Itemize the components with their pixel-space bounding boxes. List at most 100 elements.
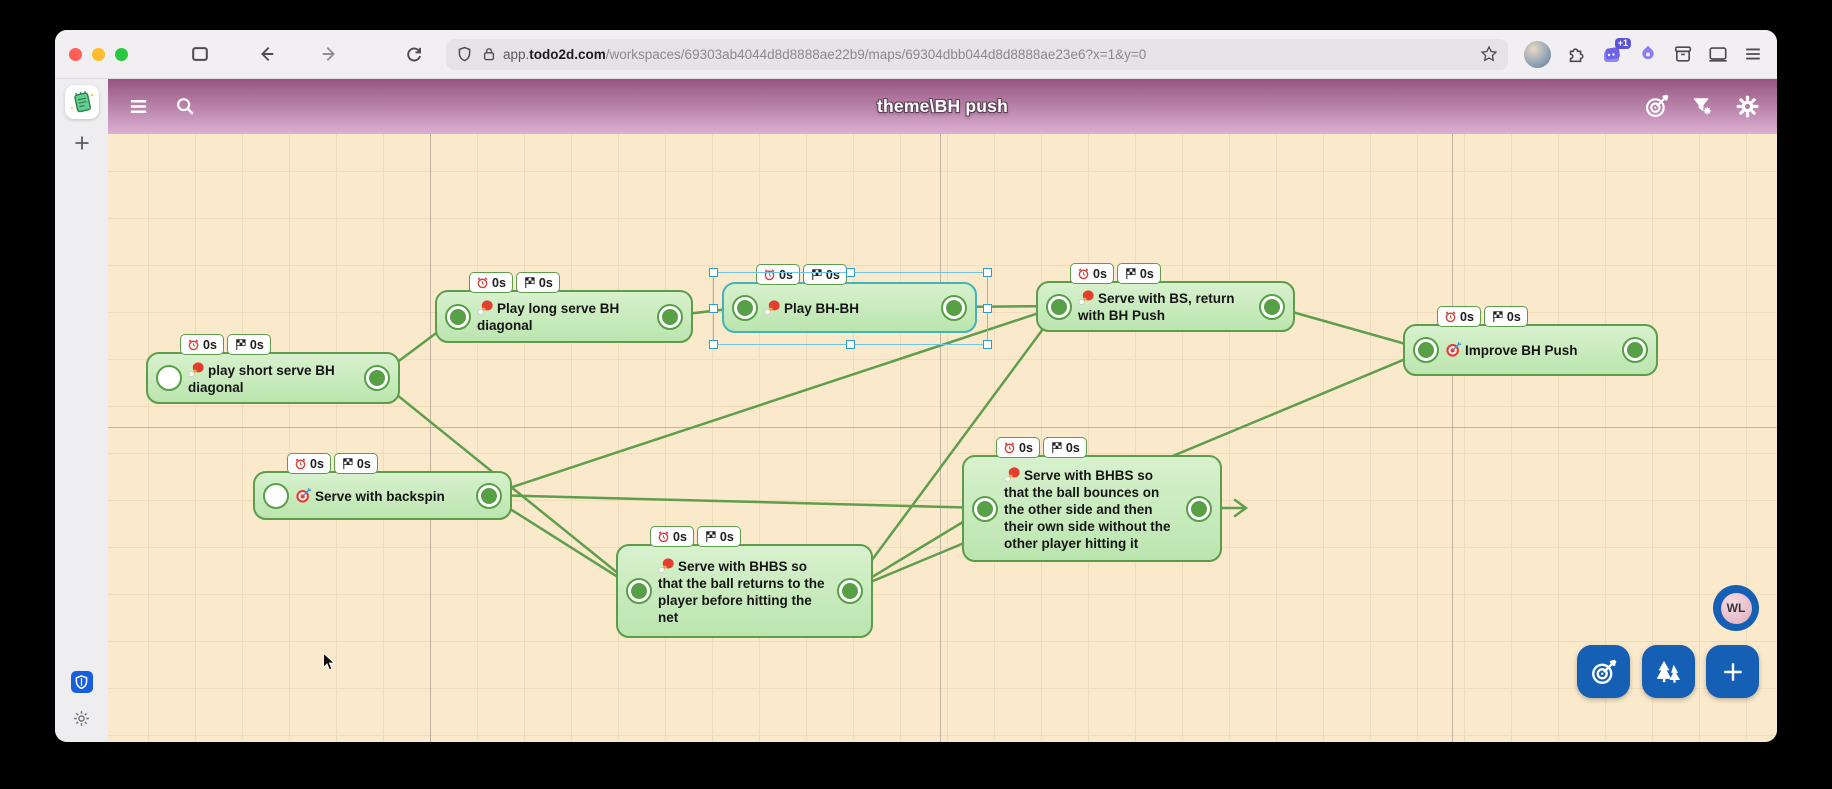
plus-icon bbox=[1723, 662, 1742, 681]
settings-gear-icon[interactable] bbox=[72, 709, 91, 728]
goal-badge[interactable]: 0s bbox=[1483, 306, 1528, 327]
goal-value: 0s bbox=[356, 456, 371, 471]
minimize-window-button[interactable] bbox=[92, 47, 105, 61]
map-node[interactable]: 0s 0s Play long serve BH diagonal bbox=[435, 272, 693, 343]
node-input-port[interactable] bbox=[445, 303, 471, 330]
node-label: Serve with backspin bbox=[293, 487, 472, 505]
map-menu-icon[interactable] bbox=[128, 96, 149, 117]
node-output-port[interactable] bbox=[364, 365, 390, 391]
map-node[interactable]: 0s 0s Serve with backspin bbox=[253, 453, 512, 520]
node-type-icon bbox=[295, 487, 312, 504]
timer-value: 0s bbox=[1460, 309, 1474, 324]
search-icon[interactable] bbox=[175, 96, 195, 116]
close-window-button[interactable] bbox=[69, 47, 82, 61]
node-badges: 0s 0s bbox=[996, 437, 1087, 458]
app-stage: theme\BH push WL bbox=[55, 78, 1777, 742]
node-type-icon bbox=[1445, 341, 1462, 358]
alarm-clock-icon bbox=[657, 530, 670, 543]
map-node[interactable]: 0s 0s Play BH-BH bbox=[722, 264, 977, 333]
timer-badge[interactable]: 0s bbox=[1437, 306, 1481, 327]
focus-target-button[interactable] bbox=[1577, 645, 1630, 698]
node-input-port[interactable] bbox=[972, 495, 998, 522]
timer-badge[interactable]: 0s bbox=[287, 453, 331, 474]
alarm-clock-icon bbox=[476, 276, 489, 289]
app-logo[interactable] bbox=[64, 85, 99, 119]
notepad-logo-icon bbox=[70, 91, 93, 113]
timer-badge[interactable]: 0s bbox=[996, 437, 1040, 458]
extensions-puzzle-icon[interactable] bbox=[1566, 44, 1586, 64]
map-node[interactable]: 0s 0s Improve BH Push bbox=[1403, 306, 1658, 376]
goal-value: 0s bbox=[249, 337, 264, 352]
node-input-port[interactable] bbox=[156, 365, 182, 391]
lock-icon[interactable] bbox=[481, 46, 497, 62]
goal-badge[interactable]: 0s bbox=[333, 453, 378, 474]
timer-badge[interactable]: 0s bbox=[756, 264, 800, 285]
timer-badge[interactable]: 0s bbox=[469, 272, 513, 293]
url-text[interactable]: app.todo2d.com/workspaces/69303ab4044d8d… bbox=[503, 47, 1146, 62]
map-node[interactable]: 0s 0s Serve with BHBS so that the ball b… bbox=[962, 437, 1222, 562]
node-input-port[interactable] bbox=[626, 578, 652, 604]
goal-badge[interactable]: 0s bbox=[1042, 437, 1087, 458]
node-type-icon bbox=[658, 557, 675, 574]
checkered-flag-icon bbox=[341, 457, 354, 470]
map-node[interactable]: 0s 0s Serve with BHBS so that the ball r… bbox=[616, 526, 873, 638]
alarm-clock-icon bbox=[187, 338, 200, 351]
archive-box-icon[interactable] bbox=[1673, 44, 1693, 64]
alarm-clock-icon bbox=[1077, 267, 1090, 280]
map-canvas[interactable] bbox=[108, 134, 1777, 742]
timer-badge[interactable]: 0s bbox=[650, 526, 694, 547]
extension-stack-icon[interactable]: +1 bbox=[1601, 38, 1631, 65]
add-node-button[interactable] bbox=[1706, 645, 1759, 698]
bookmark-star-icon[interactable] bbox=[1480, 45, 1498, 63]
node-output-port[interactable] bbox=[1186, 495, 1212, 522]
checkered-flag-icon bbox=[523, 276, 536, 289]
sidebar-bottom-icons bbox=[70, 671, 93, 728]
url-path: /workspaces/69303ab4044d8d8888ae22b9/map… bbox=[605, 46, 1147, 62]
node-output-port[interactable] bbox=[837, 578, 863, 604]
flame-extension-icon[interactable] bbox=[1638, 44, 1658, 64]
password-manager-shield-icon[interactable] bbox=[70, 671, 93, 693]
goal-badge[interactable]: 0s bbox=[802, 264, 847, 285]
node-output-port[interactable] bbox=[941, 294, 967, 321]
node-input-port[interactable] bbox=[1046, 293, 1072, 320]
map-node[interactable]: 0s 0s Serve with BS, return with BH Push bbox=[1036, 263, 1295, 332]
node-input-port[interactable] bbox=[1413, 337, 1439, 363]
node-label: Serve with BS, return with BH Push bbox=[1078, 291, 1235, 323]
back-button[interactable] bbox=[256, 44, 276, 64]
node-type-icon bbox=[764, 299, 781, 316]
timer-badge[interactable]: 0s bbox=[1070, 263, 1114, 284]
timer-badge[interactable]: 0s bbox=[180, 334, 224, 355]
goal-badge[interactable]: 0s bbox=[515, 272, 560, 293]
address-bar[interactable]: app.todo2d.com/workspaces/69303ab4044d8d… bbox=[446, 38, 1508, 70]
tab-overview-icon[interactable] bbox=[190, 44, 210, 64]
extension-badge: +1 bbox=[1614, 38, 1631, 49]
forward-button[interactable] bbox=[320, 44, 340, 64]
screen-share-icon[interactable] bbox=[1708, 44, 1728, 64]
node-type-icon bbox=[1004, 466, 1021, 483]
shield-permissions-icon[interactable] bbox=[456, 46, 473, 63]
goal-badge[interactable]: 0s bbox=[1116, 263, 1161, 284]
reload-button[interactable] bbox=[404, 44, 424, 64]
goal-badge[interactable]: 0s bbox=[696, 526, 741, 547]
forest-view-button[interactable] bbox=[1642, 645, 1695, 698]
goals-target-icon[interactable] bbox=[1645, 94, 1669, 118]
sidebar-add-button[interactable] bbox=[74, 135, 90, 151]
goal-badge[interactable]: 0s bbox=[226, 334, 271, 355]
node-output-port[interactable] bbox=[476, 482, 502, 509]
node-output-port[interactable] bbox=[1259, 293, 1285, 320]
timer-value: 0s bbox=[203, 337, 217, 352]
map-node[interactable]: 0s 0s play short serve BH diagonal bbox=[146, 334, 400, 404]
timer-value: 0s bbox=[1093, 266, 1107, 281]
timer-value: 0s bbox=[492, 275, 506, 290]
menu-hamburger-icon[interactable] bbox=[1743, 44, 1763, 64]
filter-icon[interactable] bbox=[1692, 96, 1713, 117]
zoom-window-button[interactable] bbox=[115, 47, 128, 61]
user-avatar-badge[interactable]: WL bbox=[1713, 585, 1759, 631]
node-label: play short serve BH diagonal bbox=[188, 362, 335, 395]
profile-avatar[interactable] bbox=[1524, 40, 1551, 68]
map-settings-gear-icon[interactable] bbox=[1736, 95, 1759, 118]
node-input-port[interactable] bbox=[732, 294, 758, 321]
node-output-port[interactable] bbox=[657, 303, 683, 330]
node-output-port[interactable] bbox=[1622, 337, 1648, 363]
node-input-port[interactable] bbox=[263, 482, 289, 509]
